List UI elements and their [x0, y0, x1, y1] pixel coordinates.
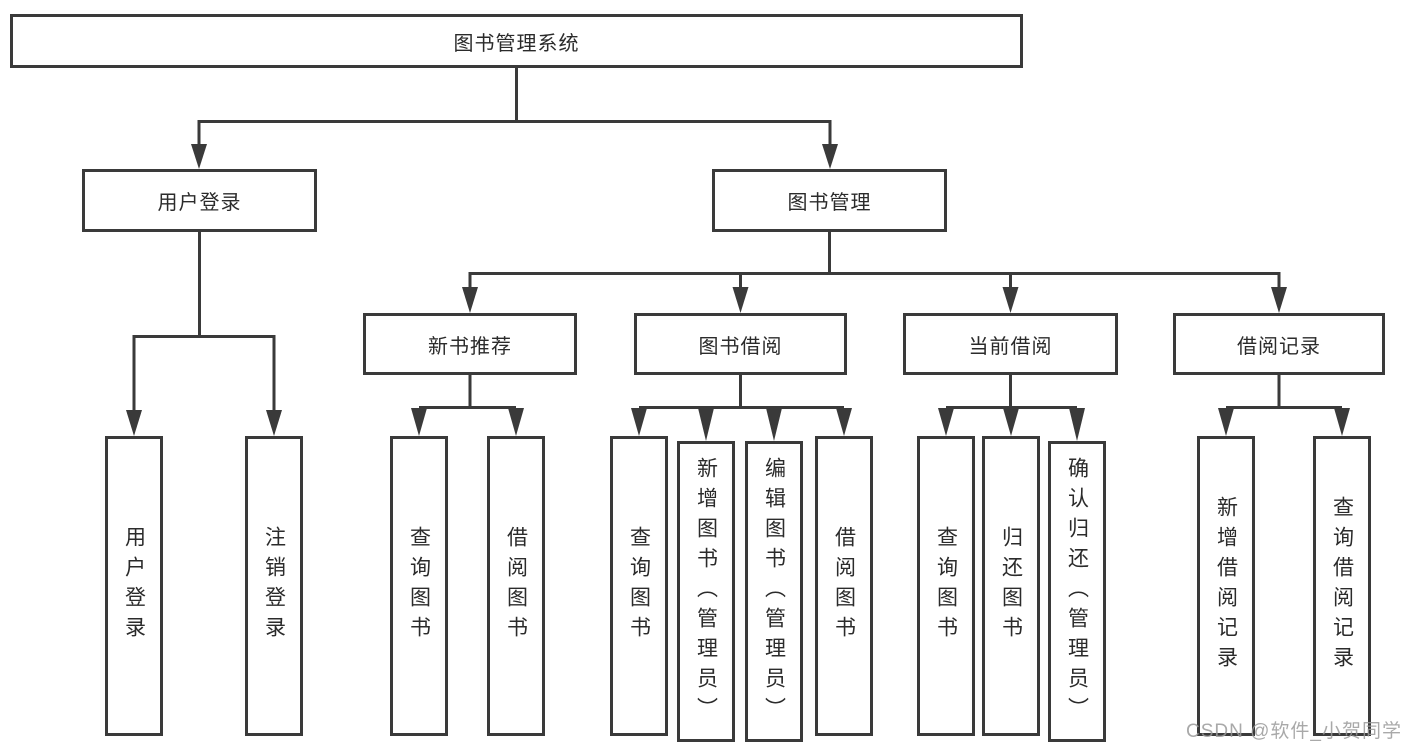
node-user-login: 用户登录: [82, 169, 317, 232]
node-leaf-borrow-books-1-label: 借阅图书: [504, 526, 528, 646]
node-leaf-query-books-2: 查询图书: [610, 436, 668, 736]
node-leaf-borrow-books-1: 借阅图书: [487, 436, 545, 736]
connector-book-mgmt-children: [462, 232, 1287, 313]
node-book-borrow: 图书借阅: [634, 313, 847, 375]
node-leaf-add-book-admin-label: 新增图书（管理员）: [694, 456, 718, 727]
connector-book-borrow-children: [631, 375, 852, 441]
node-leaf-query-books-3: 查询图书: [917, 436, 975, 736]
node-root: 图书管理系统: [10, 14, 1023, 68]
node-leaf-borrow-books-2-label: 借阅图书: [832, 526, 856, 646]
node-new-book-rec: 新书推荐: [363, 313, 577, 375]
node-leaf-user-login-label: 用户登录: [122, 526, 146, 646]
node-leaf-query-books-1: 查询图书: [390, 436, 448, 736]
connector-root-to-level2: [191, 68, 838, 169]
node-leaf-query-books-3-label: 查询图书: [934, 526, 958, 646]
node-book-mgmt-label: 图书管理: [787, 192, 872, 214]
node-leaf-edit-book-admin: 编辑图书（管理员）: [745, 441, 803, 742]
node-leaf-borrow-books-2: 借阅图书: [815, 436, 873, 736]
node-leaf-add-borrow-record: 新增借阅记录: [1197, 436, 1255, 736]
node-leaf-query-books-2-label: 查询图书: [627, 526, 651, 646]
connector-user-login-children: [126, 232, 282, 436]
node-leaf-edit-book-admin-label: 编辑图书（管理员）: [762, 456, 786, 727]
csdn-watermark: CSDN @软件_小贺同学: [1186, 721, 1402, 742]
node-borrow-records: 借阅记录: [1173, 313, 1385, 375]
connector-new-book-rec-children: [411, 375, 524, 436]
node-leaf-logout: 注销登录: [245, 436, 303, 736]
connector-borrow-records-children: [1218, 375, 1350, 436]
node-current-borrow: 当前借阅: [903, 313, 1118, 375]
node-root-label: 图书管理系统: [453, 32, 580, 55]
node-leaf-add-book-admin: 新增图书（管理员）: [677, 441, 735, 742]
node-book-borrow-label: 图书借阅: [698, 335, 783, 358]
node-leaf-add-borrow-record-label: 新增借阅记录: [1214, 496, 1238, 676]
node-leaf-query-borrow-record: 查询借阅记录: [1313, 436, 1371, 736]
node-leaf-confirm-return-admin: 确认归还（管理员）: [1048, 441, 1106, 742]
node-leaf-user-login: 用户登录: [105, 436, 163, 736]
connector-current-borrow-children: [938, 375, 1085, 441]
node-leaf-confirm-return-admin-label: 确认归还（管理员）: [1065, 456, 1089, 727]
node-book-mgmt: 图书管理: [712, 169, 947, 232]
node-leaf-query-books-1-label: 查询图书: [407, 526, 431, 646]
node-new-book-rec-label: 新书推荐: [428, 335, 512, 358]
node-leaf-return-book-label: 归还图书: [999, 526, 1023, 646]
node-borrow-records-label: 借阅记录: [1237, 335, 1321, 358]
node-leaf-logout-label: 注销登录: [262, 526, 286, 646]
node-current-borrow-label: 当前借阅: [968, 335, 1053, 358]
node-user-login-label: 用户登录: [157, 192, 242, 214]
node-leaf-query-borrow-record-label: 查询借阅记录: [1330, 496, 1354, 676]
node-leaf-return-book: 归还图书: [982, 436, 1040, 736]
